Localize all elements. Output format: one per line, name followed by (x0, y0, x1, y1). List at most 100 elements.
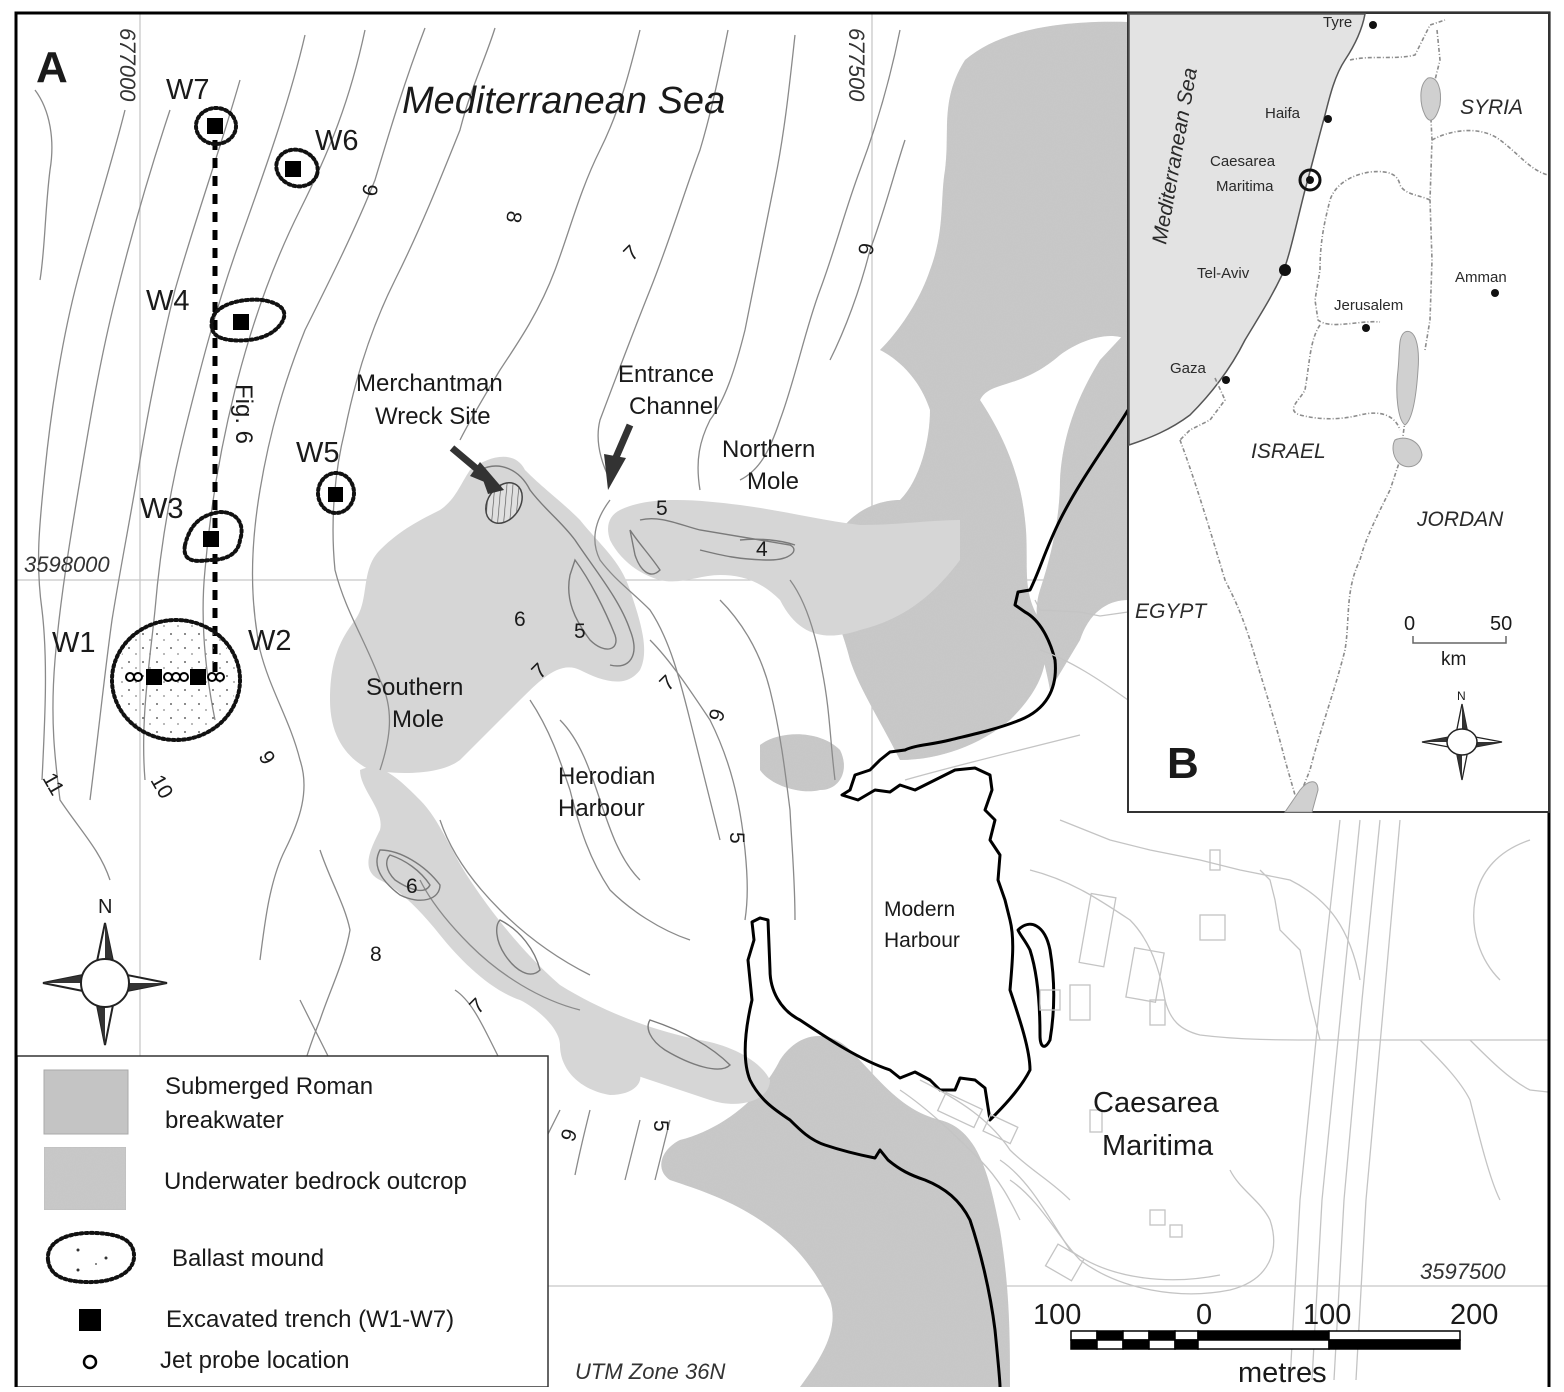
label-w4: W4 (146, 285, 190, 317)
jet-probes (125, 672, 225, 682)
town-label-2: Maritima (1102, 1130, 1214, 1162)
city-caesarea-1: Caesarea (1210, 153, 1276, 170)
city-caesarea-2: Maritima (1216, 178, 1274, 195)
inset-north-arrow-icon: N (1421, 689, 1503, 781)
northing-3597500: 3597500 (1420, 1259, 1506, 1284)
modern-coastline (743, 409, 1130, 1388)
merchantman-wreck-site (485, 482, 523, 524)
svg-text:5: 5 (725, 832, 748, 844)
town-label-1: Caesarea (1093, 1087, 1220, 1119)
svg-text:10: 10 (146, 771, 178, 803)
svg-text:km: km (1441, 649, 1466, 670)
legend-swatch-ballast (45, 1230, 136, 1285)
projection-label: UTM Zone 36N (575, 1359, 725, 1384)
site-w1-w2[interactable] (110, 618, 242, 742)
bedrock-outcrop-areas (661, 21, 1128, 1387)
svg-text:6: 6 (703, 705, 729, 724)
northing-3598000: 3598000 (24, 552, 110, 577)
svg-text:200: 200 (1450, 1299, 1498, 1331)
entrance-arrow-icon (604, 423, 634, 490)
wreck-arrow-icon (449, 445, 504, 494)
label-w6: W6 (315, 125, 359, 157)
country-jordan: JORDAN (1416, 508, 1504, 531)
caesarea-location-marker (1298, 168, 1322, 192)
legend-swatch-bedrock (43, 1146, 127, 1211)
svg-text:Excavated trench (W1-W7): Excavated trench (W1-W7) (166, 1306, 454, 1333)
city-gaza: Gaza (1170, 360, 1207, 377)
svg-text:7: 7 (655, 671, 680, 696)
wreck-label-2: Wreck Site (375, 403, 491, 430)
label-w7: W7 (166, 74, 210, 106)
southern-mole-label-1: Southern (366, 674, 463, 701)
svg-text:metres: metres (1238, 1357, 1327, 1387)
svg-text:6: 6 (514, 608, 526, 631)
gulf-of-aqaba (1284, 781, 1319, 813)
svg-text:100: 100 (1303, 1299, 1351, 1331)
panel-a-map (17, 14, 1549, 1388)
svg-text:Ballast mound: Ballast mound (172, 1245, 324, 1272)
site-w7[interactable] (194, 106, 238, 146)
svg-text:5: 5 (656, 497, 668, 520)
modern-harbour-label-2: Harbour (884, 929, 960, 952)
dead-sea (1396, 330, 1419, 426)
panel-a-letter: A (36, 43, 68, 92)
svg-text:6: 6 (555, 1125, 581, 1144)
city-jerusalem: Jerusalem (1334, 297, 1403, 314)
panel-b-letter: B (1167, 739, 1199, 788)
svg-text:Jet probe location: Jet probe location (160, 1347, 349, 1374)
label-w1: W1 (52, 627, 96, 659)
city-amman: Amman (1455, 269, 1507, 286)
svg-text:9: 9 (357, 182, 382, 198)
north-arrow-icon: N (42, 896, 168, 1046)
inset-scale-bar: 0 50 km (1404, 613, 1512, 670)
easting-677500: 677500 (844, 28, 869, 102)
svg-text:8: 8 (370, 943, 382, 966)
legend-swatch-breakwater (43, 1069, 129, 1135)
roman-breakwater-areas (330, 456, 960, 1104)
svg-text:6: 6 (406, 875, 418, 898)
legend-swatch-trench (79, 1309, 101, 1331)
svg-text:6: 6 (853, 241, 878, 257)
northern-mole-label-2: Mole (747, 468, 799, 495)
country-egypt: EGYPT (1135, 600, 1208, 623)
svg-text:5: 5 (574, 620, 586, 643)
svg-text:100: 100 (1033, 1299, 1081, 1331)
site-w6[interactable] (271, 144, 323, 192)
svg-text:7: 7 (465, 994, 490, 1019)
northern-mole-label-1: Northern (722, 436, 815, 463)
entrance-label-2: Channel (629, 393, 718, 420)
herodian-label-1: Herodian (558, 763, 655, 790)
svg-text:Underwater bedrock outcrop: Underwater bedrock outcrop (164, 1168, 467, 1195)
sea-of-galilee (1420, 77, 1441, 121)
wreck-label-1: Merchantman (356, 370, 503, 397)
panel-b-inset: Tyre Haifa Caesarea Maritima Tel-Aviv Je… (1127, 12, 1550, 813)
svg-text:0: 0 (1196, 1299, 1212, 1331)
southern-mole-label-2: Mole (392, 706, 444, 733)
town-plan (899, 599, 1549, 1381)
svg-text:Submerged Roman: Submerged Roman (165, 1073, 373, 1100)
country-israel: ISRAEL (1251, 440, 1326, 463)
site-w4[interactable] (209, 297, 287, 343)
fig6-label: Fig. 6 (230, 384, 257, 444)
site-w3[interactable] (182, 509, 244, 563)
svg-text:N: N (1457, 689, 1466, 703)
svg-text:8: 8 (501, 209, 526, 225)
site-w5[interactable] (316, 471, 356, 515)
scale-bar: 100 0 100 200 metres (1033, 1299, 1498, 1389)
svg-text:9: 9 (254, 747, 280, 769)
inset-sea (1128, 13, 1366, 447)
easting-677000: 677000 (115, 28, 140, 102)
herodian-label-2: Harbour (558, 795, 645, 822)
city-tyre: Tyre (1323, 14, 1352, 31)
svg-text:5: 5 (649, 1120, 672, 1132)
label-w2: W2 (248, 625, 292, 657)
sea-label: Mediterranean Sea (402, 80, 725, 122)
label-w5: W5 (296, 437, 340, 469)
entrance-label-1: Entrance (618, 361, 714, 388)
svg-text:breakwater: breakwater (165, 1107, 284, 1134)
city-haifa: Haifa (1265, 105, 1301, 122)
svg-text:0: 0 (1404, 613, 1415, 635)
country-syria: SYRIA (1460, 96, 1523, 119)
city-tel-aviv: Tel-Aviv (1197, 265, 1250, 282)
